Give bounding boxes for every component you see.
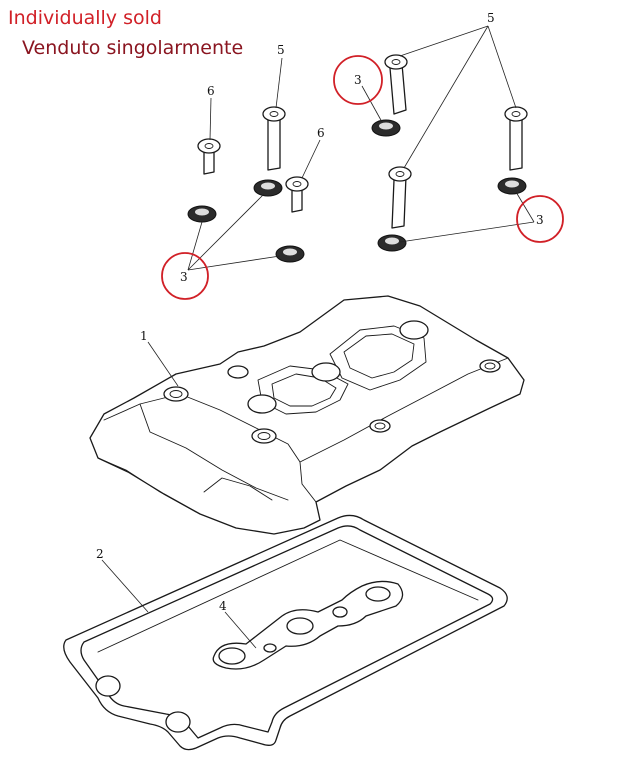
callout-6: 6 bbox=[317, 126, 325, 140]
seal-washers bbox=[187, 119, 527, 263]
long-bolts bbox=[262, 54, 528, 229]
callout-5: 5 bbox=[487, 11, 495, 25]
plug-hole-seal bbox=[212, 580, 404, 670]
callout-2: 2 bbox=[96, 547, 104, 561]
leader-lines bbox=[101, 25, 535, 649]
highlight-circle bbox=[161, 252, 209, 300]
highlight-circle bbox=[516, 195, 564, 243]
highlight-circle bbox=[333, 55, 383, 105]
notice-line-2: Venduto singolarmente bbox=[22, 37, 244, 59]
callout-3: 3 bbox=[354, 73, 362, 87]
callout-1: 1 bbox=[140, 329, 148, 343]
callout-6: 6 bbox=[207, 84, 215, 98]
callout-4: 4 bbox=[219, 599, 227, 613]
callout-3: 3 bbox=[536, 213, 544, 227]
cam-cover bbox=[89, 295, 525, 535]
callout-5: 5 bbox=[277, 43, 285, 57]
notice-line-1: Individually sold bbox=[8, 7, 162, 29]
callout-3: 3 bbox=[180, 270, 188, 284]
highlight-circles bbox=[161, 55, 564, 300]
callout-numbers: 5 5 6 6 3 3 3 1 2 4 bbox=[96, 11, 544, 613]
short-bolts bbox=[197, 138, 309, 213]
